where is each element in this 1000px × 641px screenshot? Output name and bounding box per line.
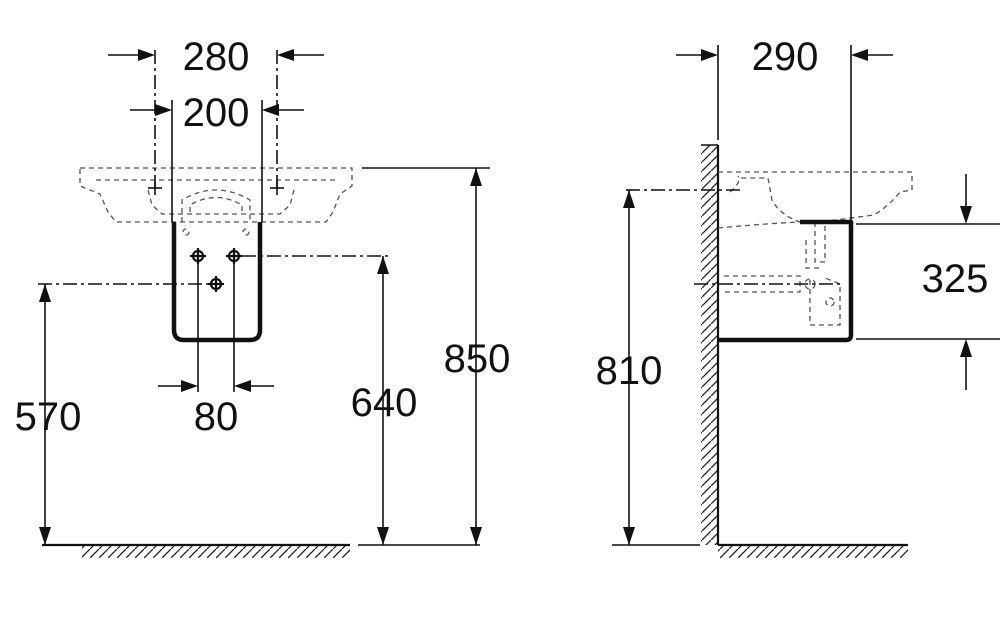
dim-height-325: 325 <box>856 174 1000 390</box>
semi-pedestal <box>171 222 263 343</box>
dim-label-570: 570 <box>15 395 82 439</box>
siphon-trap <box>724 222 841 326</box>
basin-profile <box>717 171 913 229</box>
dim-label-280: 280 <box>183 35 250 79</box>
dim-height-810: 810 <box>596 190 663 545</box>
dim-height-640: 640 <box>242 255 418 545</box>
dim-label-80: 80 <box>194 395 239 439</box>
dim-label-850: 850 <box>444 337 511 381</box>
basin-outline <box>79 167 353 236</box>
dim-width-280: 280 <box>108 35 324 190</box>
dim-height-570: 570 <box>15 283 208 545</box>
tap-hole-markers <box>148 181 284 195</box>
side-floor <box>612 543 908 558</box>
dim-height-850: 850 <box>362 167 511 545</box>
front-floor <box>42 543 480 558</box>
dim-label-640: 640 <box>351 381 418 425</box>
side-wall <box>701 144 720 545</box>
pedestal-profile <box>718 219 854 343</box>
front-view: 280 200 80 850 <box>15 35 511 558</box>
dim-width-200: 200 <box>130 91 304 222</box>
dim-depth-290: 290 <box>676 35 893 222</box>
side-view: 290 325 810 <box>596 35 1000 558</box>
dim-spacing-80: 80 <box>158 256 274 439</box>
dim-label-200: 200 <box>183 91 250 135</box>
dim-label-810: 810 <box>596 349 663 393</box>
dim-label-325: 325 <box>922 257 989 301</box>
dim-label-290: 290 <box>752 35 819 79</box>
